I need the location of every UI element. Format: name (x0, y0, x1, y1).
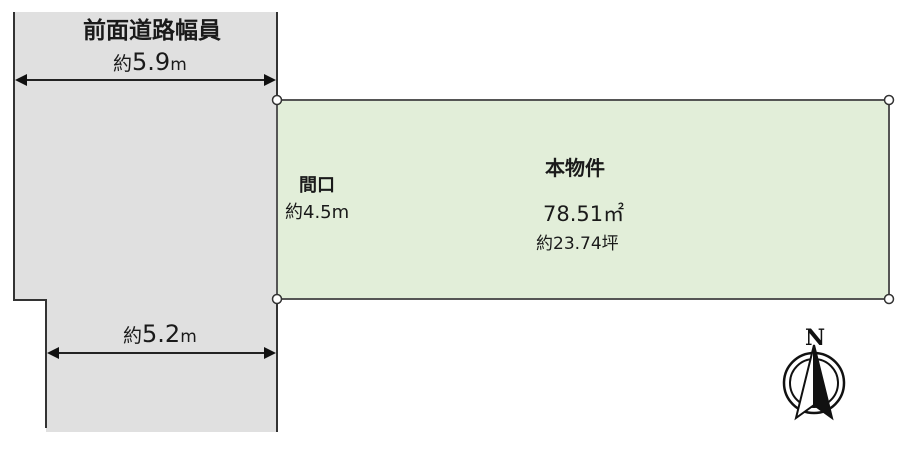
lot-corner-marker (883, 94, 895, 106)
lot-corner-marker (271, 94, 283, 106)
approx-prefix: 約 (123, 325, 143, 347)
lot-corner-marker (271, 293, 283, 305)
road-width-bottom: 約5.2m (123, 322, 197, 346)
frontage-value: 約4.5m (285, 202, 350, 223)
property-area-sqm: 78.51㎡ (543, 202, 625, 226)
property-area-tsubo: 約23.74坪 (536, 234, 619, 254)
frontage-label: 間口 (299, 175, 335, 196)
svg-text:N: N (805, 325, 825, 351)
width-value: 5.9 (132, 48, 171, 76)
lot-corner-marker (883, 293, 895, 305)
road-left-edge (13, 12, 47, 428)
approx-prefix: 約 (113, 53, 133, 75)
property-title: 本物件 (545, 156, 605, 180)
width-value: 5.2 (142, 320, 181, 348)
width-unit: m (170, 55, 187, 75)
north-arrow-icon: N (782, 325, 846, 421)
dimension-arrow-bottom (47, 347, 276, 359)
road-area (14, 12, 277, 432)
road-title: 前面道路幅員 (83, 18, 221, 44)
property-lot (276, 99, 890, 300)
dimension-arrow-top (15, 74, 276, 86)
road-width-top: 約5.9m (113, 50, 187, 74)
width-unit: m (180, 327, 197, 347)
